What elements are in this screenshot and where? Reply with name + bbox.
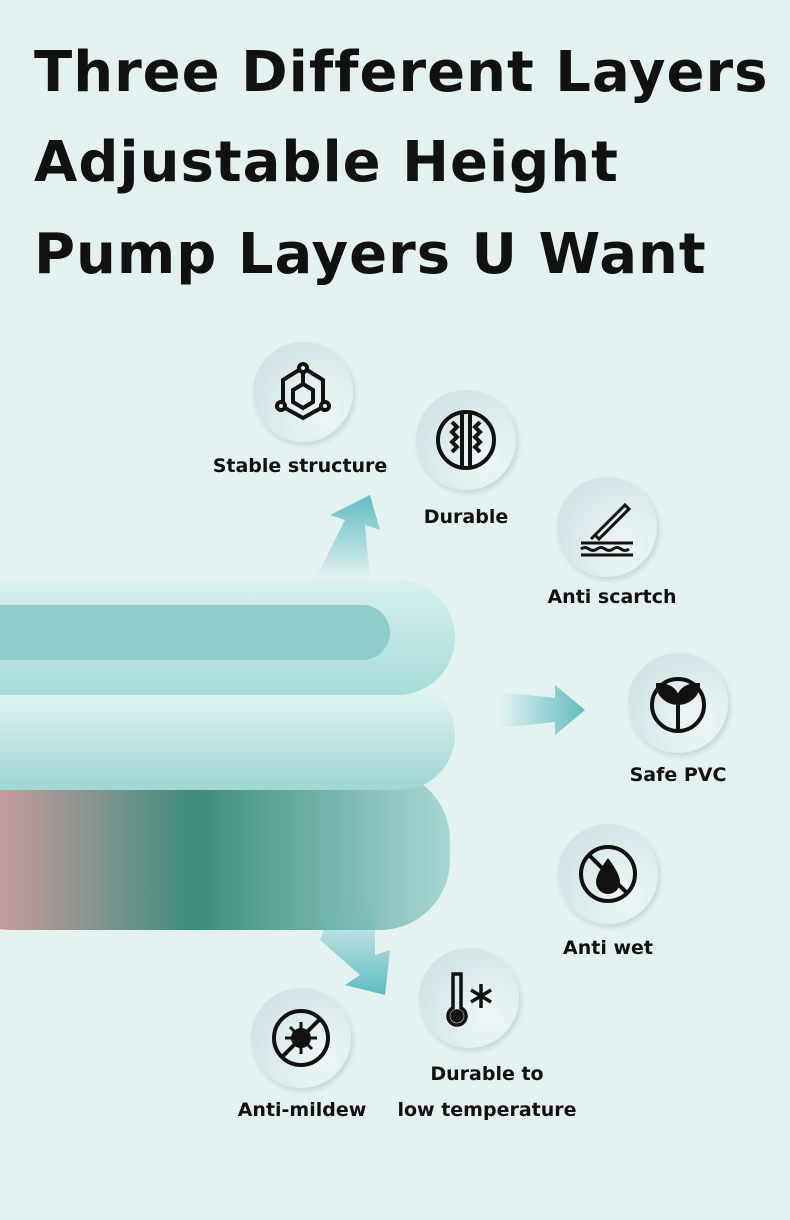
leaf-icon bbox=[628, 653, 728, 753]
durable-icon bbox=[416, 390, 516, 490]
arrow-right-icon bbox=[500, 685, 585, 735]
feature-label: Anti-mildew bbox=[237, 1099, 367, 1121]
arrow-up-icon bbox=[315, 495, 380, 580]
feature-label: Durable bbox=[423, 506, 509, 528]
feature-label: Anti wet bbox=[563, 937, 653, 959]
structure-icon bbox=[253, 342, 353, 442]
headline-line-2: Adjustable Height bbox=[34, 130, 619, 195]
headline-line-3: Pump Layers U Want bbox=[34, 222, 707, 287]
scratch-icon bbox=[557, 477, 657, 577]
headline-line-1: Three Different Layers bbox=[34, 40, 769, 105]
feature-label: Durable to bbox=[430, 1063, 544, 1085]
feature-label: Anti scartch bbox=[547, 586, 677, 608]
arrow-down-icon bbox=[320, 900, 390, 995]
no-bacteria-icon bbox=[251, 988, 351, 1088]
no-water-icon bbox=[558, 824, 658, 924]
feature-label: Stable structure bbox=[212, 455, 388, 477]
thermometer-snow-icon bbox=[419, 948, 519, 1048]
feature-label: Safe PVC bbox=[629, 764, 727, 786]
feature-label-2: low temperature bbox=[397, 1099, 577, 1121]
